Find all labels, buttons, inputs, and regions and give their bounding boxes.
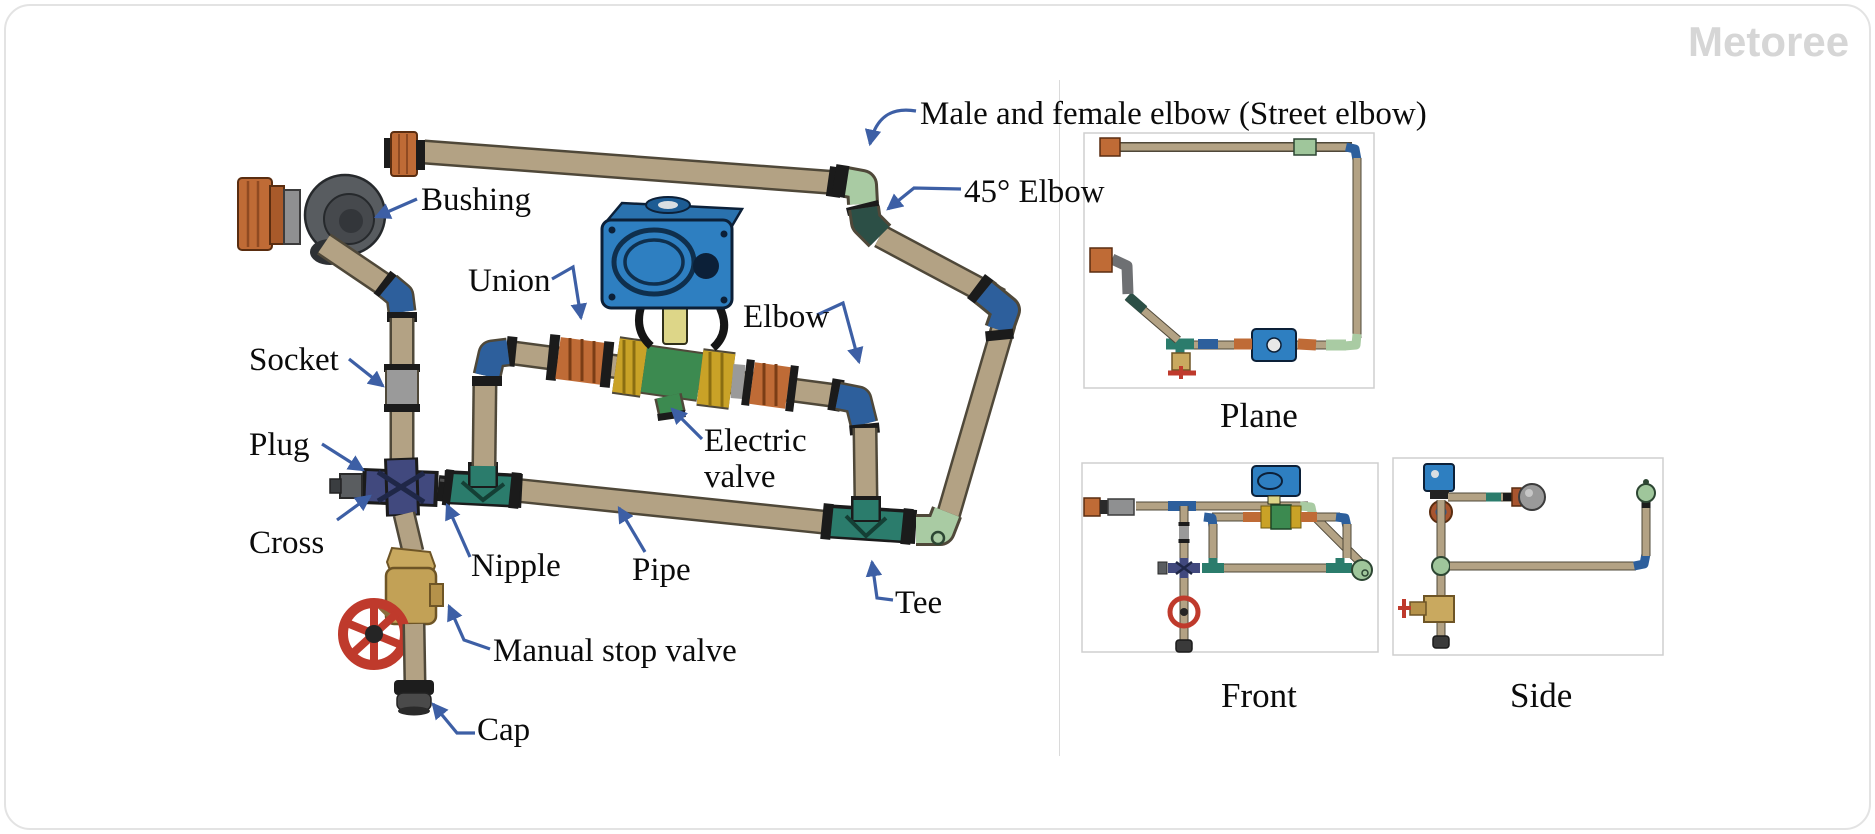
street-elbow-fitting	[831, 164, 879, 205]
diagonal-elbow	[967, 274, 1021, 342]
street-elbow-bottom	[916, 506, 962, 546]
bushing-fitting	[237, 173, 387, 265]
middle-riser-left	[471, 377, 498, 467]
bottom-pipe	[512, 477, 834, 536]
vertical-divider	[1059, 80, 1060, 756]
label-pipe: Pipe	[632, 552, 691, 588]
top-pipe	[423, 139, 845, 198]
label-45-elbow: 45° Elbow	[964, 174, 1105, 210]
label-bushing: Bushing	[421, 182, 532, 218]
side-view-thumbnail	[1392, 457, 1664, 656]
label-plug: Plug	[249, 427, 310, 463]
main-assembly-3d	[237, 131, 1021, 716]
label-union: Union	[468, 263, 551, 299]
elbow-45-fitting	[845, 199, 892, 248]
label-elbow: Elbow	[743, 299, 830, 335]
label-street-elbow: Male and female elbow (Street elbow)	[920, 96, 1427, 132]
label-cap: Cap	[477, 712, 531, 748]
label-cross: Cross	[249, 525, 325, 561]
label-electric-valve: Electric valve	[704, 423, 807, 495]
manual-stop-valve-assembly	[338, 511, 444, 685]
electric-valve-assembly	[545, 196, 799, 421]
front-view-thumbnail	[1081, 462, 1379, 653]
caption-front-view: Front	[1221, 676, 1297, 715]
cap-fitting	[394, 680, 434, 716]
label-socket: Socket	[249, 342, 339, 378]
caption-plane-view: Plane	[1220, 396, 1298, 435]
top-pipe-end-plug	[384, 131, 425, 177]
label-manual-stop-valve: Manual stop valve	[493, 633, 737, 669]
cross-fitting	[329, 457, 439, 517]
plane-view-thumbnail	[1083, 132, 1375, 389]
label-nipple: Nipple	[471, 548, 561, 584]
bushing-drop-pipe	[316, 233, 400, 301]
leader-lines	[321, 108, 962, 735]
tee-fitting-right	[820, 496, 918, 545]
right-drop-pipe	[852, 427, 879, 503]
diagram-card	[4, 4, 1871, 830]
tee-fitting-left	[441, 462, 523, 509]
metoree-watermark: Metoree	[1688, 18, 1850, 65]
middle-left-elbow	[472, 336, 518, 386]
column-top-elbow	[373, 270, 417, 322]
caption-side-view: Side	[1510, 676, 1573, 715]
label-tee: Tee	[895, 585, 943, 621]
